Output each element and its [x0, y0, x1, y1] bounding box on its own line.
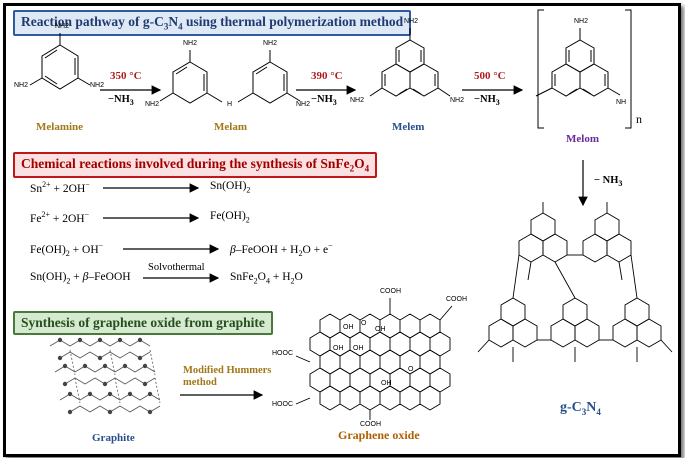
go-cooh-top: COOH — [380, 288, 401, 295]
graphite-label: Graphite — [92, 432, 135, 444]
graphene-oxide-label: Graphene oxide — [338, 428, 420, 442]
melom-structure — [535, 9, 632, 129]
temp-500: 500 °C — [474, 70, 506, 82]
melam-structure — [159, 50, 301, 104]
melamine-nh2-left: NH2 — [14, 82, 29, 89]
melam-nh: H — [227, 101, 233, 108]
go-oh-3: OH — [333, 345, 344, 352]
melom-nh2: NH2 — [574, 18, 589, 25]
gcn-network — [477, 202, 673, 362]
go-cooh-bottom: COOH — [360, 421, 381, 428]
graphite-atoms — [57, 337, 153, 415]
nh3-loss-2: −NH3 — [311, 94, 337, 108]
go-section-header: Synthesis of graphene oxide from graphit… — [13, 311, 273, 335]
melamine-label: Melamine — [36, 121, 84, 133]
melam-nh2-2: NH2 — [263, 40, 278, 47]
melamine-nh2-top: NH2 — [55, 23, 70, 30]
figure-frame — [3, 3, 681, 457]
melom-nh: NH — [616, 99, 627, 106]
melam-nh2-3: NH2 — [145, 101, 160, 108]
go-hooc-bottom: HOOC — [272, 401, 293, 408]
graphite-structure — [49, 339, 161, 413]
reaction-3-rhs: β–FeOOH + H2O + e− — [230, 241, 333, 259]
melam-nh2-1: NH2 — [183, 40, 198, 47]
reaction-1-lhs: Sn2+ + 2OH− — [30, 180, 90, 195]
gcn-section-header: Reaction pathway of g-C3N4 using thermal… — [13, 10, 412, 36]
go-oh-1: OH — [343, 324, 354, 331]
reaction-3-lhs: Fe(OH)2 + OH− — [30, 241, 104, 259]
melom-repeat-n: n — [636, 112, 642, 126]
melam-label: Melam — [214, 121, 247, 133]
go-cooh-right: COOH — [446, 296, 467, 303]
melam-nh2-4: NH2 — [296, 101, 311, 108]
melem-label: Melem — [392, 121, 425, 133]
melamine-structure — [29, 33, 91, 90]
melamine-nh2-right: NH2 — [90, 82, 105, 89]
reaction-1-rhs: Sn(OH)2 — [210, 180, 251, 195]
snfe2o4-section-header: Chemical reactions involved during the s… — [13, 152, 378, 178]
temp-350: 350 °C — [110, 70, 142, 82]
graphene-oxide-structure — [295, 298, 453, 420]
go-oh-4: OH — [353, 345, 364, 352]
go-hooc-left: HOOC — [272, 350, 293, 357]
nh3-loss-3: −NH3 — [474, 94, 500, 108]
melom-label: Melom — [566, 133, 599, 145]
nh3-loss-1: −NH3 — [108, 94, 134, 108]
go-oh-5: OH — [381, 380, 392, 387]
solvothermal-label: Solvothermal — [148, 262, 205, 273]
melem-nh2-top: NH2 — [404, 18, 419, 25]
go-epoxide-2: O — [408, 366, 414, 373]
go-epoxide-1: O — [361, 320, 367, 327]
temp-390: 390 °C — [311, 70, 343, 82]
melem-structure — [369, 28, 451, 97]
reaction-2-rhs: Fe(OH)2 — [210, 210, 250, 225]
go-oh-2: OH — [375, 326, 386, 333]
melem-nh2-right: NH2 — [450, 97, 465, 104]
reaction-2-lhs: Fe2+ + 2OH− — [30, 210, 90, 225]
gcn-label: g-C3N4 — [560, 400, 601, 417]
nh3-loss-4: − NH3 — [594, 175, 623, 189]
melem-nh2-left: NH2 — [350, 97, 365, 104]
reaction-4-rhs: SnFe2O4 + H2O — [230, 271, 303, 286]
reaction-4-lhs: Sn(OH)2 + β–FeOOH — [30, 271, 131, 286]
